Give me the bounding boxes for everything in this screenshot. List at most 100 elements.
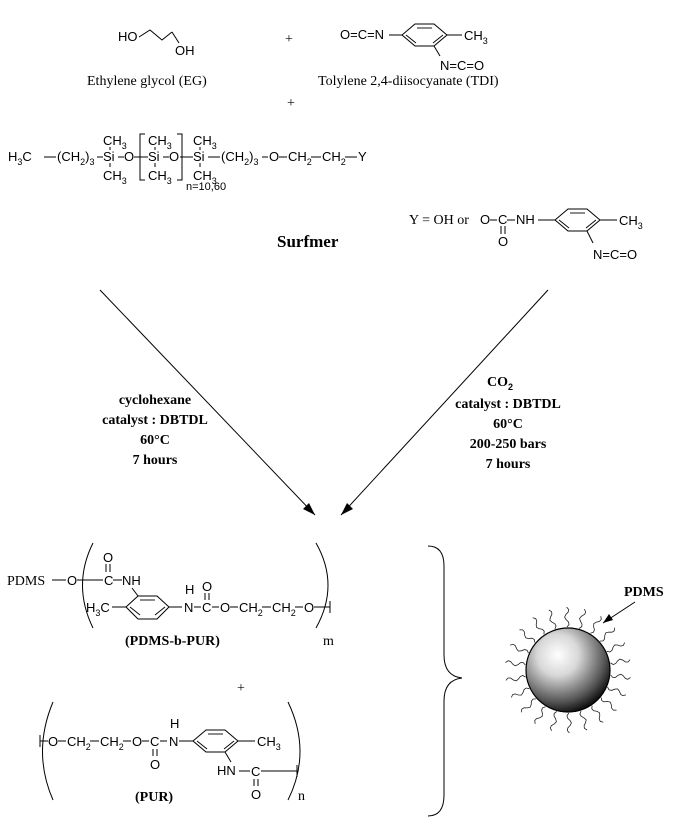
pdms-chain (600, 697, 617, 711)
pbp-o3: O (304, 600, 314, 615)
pbp-benzene-ring (125, 595, 170, 620)
y-benzene-ring (554, 208, 601, 232)
pdms-chain (566, 712, 572, 734)
pur-h: H (170, 716, 179, 731)
surfmer-si-3: Si (193, 149, 205, 164)
cond-left-line-4: 7 hours (133, 453, 178, 468)
pbp-m: m (323, 634, 334, 649)
pdms-chain (590, 616, 602, 634)
pur-c1: C (150, 734, 159, 749)
pdms-chain (606, 642, 626, 653)
particle-label: PDMS (624, 585, 664, 600)
pbp-ch2-b: CH2 (272, 600, 296, 618)
pbp-c2: C (202, 600, 211, 615)
pbp-paren-right (315, 542, 329, 629)
pdms-chain (578, 609, 587, 629)
cond-right-line-4: 7 hours (486, 457, 531, 472)
tdi-ocn: O=C=N (340, 27, 384, 42)
plus-sign-1: + (285, 32, 293, 47)
tdi-double-3 (405, 34, 417, 44)
ethylene-glycol-structure: HO OH (118, 29, 195, 58)
pdms-chain (519, 629, 536, 643)
pbp-paren-left (82, 542, 94, 629)
conditions-left: cyclohexane catalyst : DBTDL 60°C 7 hour… (102, 393, 208, 468)
pbp-o2: O (220, 600, 230, 615)
surfmer-si2-ch3-top: CH3 (148, 133, 172, 151)
cond-right-line-1: catalyst : DBTDL (455, 397, 561, 412)
pbp-h: H (185, 582, 194, 597)
pdms-chain (599, 627, 616, 642)
arrow-right-head (341, 503, 353, 515)
pur-structure: O CH2 CH2 O C O H N CH3 HN C O n (PUR) (39, 701, 305, 805)
cond-right-line-2: 60°C (493, 417, 523, 432)
pur-ch2-b: CH2 (100, 734, 124, 752)
pbp-o1: O (67, 573, 77, 588)
pbp-ring-double-3 (129, 606, 141, 616)
surfmer-o-link: O (269, 149, 279, 164)
pdms-chain (549, 711, 558, 731)
pdms-chain (579, 710, 588, 731)
tdi-name: Tolylene 2,4-diisocyanate (TDI) (318, 74, 499, 89)
pur-benzene-ring (192, 729, 239, 753)
surfmer-si3-ch3-top: CH3 (193, 133, 217, 151)
surfmer-ch2-a: (CH2)3 (57, 149, 94, 167)
pbp-n: N (184, 600, 193, 615)
pur-n: N (169, 734, 178, 749)
pbp-label: (PDMS-b-PUR) (125, 634, 220, 649)
pur-o2: O (132, 734, 142, 749)
pbp-o-top: O (103, 550, 113, 565)
y-ring-double-2 (585, 219, 597, 229)
surfmer-si2-ch3-bot: CH3 (148, 168, 172, 186)
surfmer-o-1: O (124, 149, 134, 164)
conditions-right: CO2 catalyst : DBTDL 60°C 200-250 bars 7… (455, 375, 561, 472)
tdi-ch3: CH3 (464, 28, 488, 46)
y-carbamate-c: C (498, 212, 507, 227)
pdms-chain (505, 660, 526, 667)
pdms-chain (548, 609, 557, 630)
pdms-chains (505, 606, 631, 734)
pdms-chain (532, 617, 545, 635)
pbp-h3c: H3C (86, 600, 110, 618)
surfmer-si3-ch3-bot: CH3 (193, 168, 217, 186)
surfmer-structure: H3C (CH2)3 Si CH3 CH3 O Si CH3 CH3 O n=1… (8, 133, 367, 193)
pur-ch3: CH3 (257, 734, 281, 752)
pdms-chain (510, 643, 529, 654)
tdi-nco: N=C=O (440, 58, 484, 73)
pur-o1: O (48, 734, 58, 749)
eg-bond-oh (171, 31, 180, 44)
surfmer-si-2: Si (148, 149, 160, 164)
pur-label: (PUR) (135, 790, 173, 805)
tdi-bond-nco (433, 45, 441, 57)
pur-o-c2: O (251, 787, 261, 802)
plus-sign-3: + (237, 681, 245, 696)
eg-oh: OH (175, 43, 195, 58)
surfmer-si1-ch3-top: CH3 (103, 133, 127, 151)
y-ch3: CH3 (619, 213, 643, 231)
pur-ch2-a: CH2 (67, 734, 91, 752)
plus-sign-2: + (287, 96, 295, 111)
surfmer-si-1: Si (103, 149, 115, 164)
reaction-arrows (99, 289, 549, 516)
pdms-chain (510, 687, 530, 698)
pbp-nh: NH (122, 573, 141, 588)
surfmer-y: Y (358, 149, 367, 164)
cond-left-line-3: 60°C (140, 433, 170, 448)
pur-paren-right (287, 701, 301, 801)
particle-sphere (525, 627, 611, 713)
y-def-text: Y = OH or (409, 213, 469, 228)
y-carbamate-o1: O (480, 212, 490, 227)
pdms-chain (520, 698, 537, 713)
pur-paren-left (42, 701, 54, 801)
cond-right-line-3: 200-250 bars (470, 437, 547, 452)
pdms-chain (564, 606, 570, 628)
pdms-chain (610, 673, 631, 680)
pbp-c1: C (104, 573, 113, 588)
pdms-b-pur-structure: PDMS O C O NH H3C H N C O O CH2 CH2 O (7, 542, 334, 649)
eg-name: Ethylene glycol (EG) (87, 74, 207, 89)
pbp-bond-4 (131, 587, 139, 597)
y-nco: N=C=O (593, 247, 637, 262)
y-ring-double-3 (558, 219, 570, 229)
pur-o-c1: O (150, 757, 160, 772)
surfmer-ch2-c: CH2 (288, 149, 312, 167)
